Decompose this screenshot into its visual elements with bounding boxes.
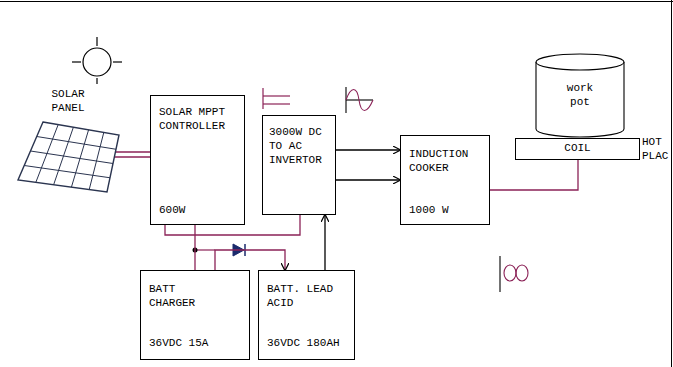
field-bar <box>499 256 500 292</box>
connector-path <box>336 149 400 150</box>
solar-panel: SOLAR PANEL <box>15 86 121 196</box>
ac-output-arrow <box>336 150 400 180</box>
connector-path <box>215 250 285 270</box>
coil-wire <box>490 160 578 190</box>
box-label: BATT CHARGER <box>149 283 202 311</box>
cooker-box: INDUCTION COOKER 1000 W <box>400 135 490 225</box>
pot-rim <box>536 54 624 70</box>
dc-line <box>263 95 290 96</box>
ac-symbol <box>346 87 373 113</box>
sun-ray <box>96 78 97 84</box>
frame-line <box>671 0 672 367</box>
box-label: 600W <box>159 204 185 218</box>
sun-disc <box>83 48 111 76</box>
dc-line <box>263 103 290 104</box>
panel-cell-line <box>24 166 110 178</box>
diode-wire <box>215 250 285 270</box>
connector-path <box>336 179 400 180</box>
connector-path <box>194 225 195 270</box>
power-wire <box>114 152 150 157</box>
box-label: SOLAR MPPT CONTROLLER <box>159 106 232 134</box>
box-label: work pot <box>564 82 597 110</box>
sun-ray <box>96 37 97 46</box>
box-label: COIL <box>564 142 590 156</box>
dc-bar <box>262 88 263 109</box>
connector-path <box>490 160 578 190</box>
field-loop <box>504 265 516 281</box>
junction-wire <box>195 249 215 250</box>
pot-body <box>536 62 624 137</box>
part-label: HOT PLAC <box>642 136 668 164</box>
coil-field-symbol <box>500 256 528 292</box>
connector-path <box>114 156 150 157</box>
pot-outline <box>535 52 625 138</box>
sun-ray <box>72 61 81 62</box>
controller-box: SOLAR MPPT CONTROLLER 600W <box>150 95 245 225</box>
box-label: INDUCTION COOKER <box>409 148 475 176</box>
sine-wave <box>346 90 373 111</box>
box-label: 1000 W <box>409 204 449 218</box>
panel-cell-line <box>31 151 114 164</box>
box-label: 36VDC 180AH <box>267 337 340 351</box>
battery-feed-arrow <box>325 215 326 270</box>
connector-path <box>324 215 325 270</box>
frame-line <box>0 1 673 2</box>
box-label: 36VDC 15A <box>149 337 208 351</box>
field-loop <box>516 265 528 281</box>
box-label: BATT. LEAD ACID <box>267 283 340 311</box>
battery-box: BATT. LEAD ACID 36VDC 180AH <box>258 270 355 360</box>
dc-symbol <box>263 88 290 109</box>
box-label: 3000W DC TO AC INVERTOR <box>269 126 325 167</box>
box-label: SOLAR PANEL <box>48 88 88 116</box>
panel-frame <box>18 122 119 192</box>
inverter-box: 3000W DC TO AC INVERTOR <box>262 115 336 215</box>
sun-ray <box>113 61 122 62</box>
sun-symbol <box>72 37 122 84</box>
coil-plate: COIL <box>515 138 640 160</box>
charger-box: BATT CHARGER 36VDC 15A <box>140 270 250 360</box>
charger-wire <box>195 225 196 270</box>
connector-path <box>114 151 150 152</box>
work-pot: work pot <box>535 52 625 138</box>
panel-cell-line <box>37 137 116 150</box>
